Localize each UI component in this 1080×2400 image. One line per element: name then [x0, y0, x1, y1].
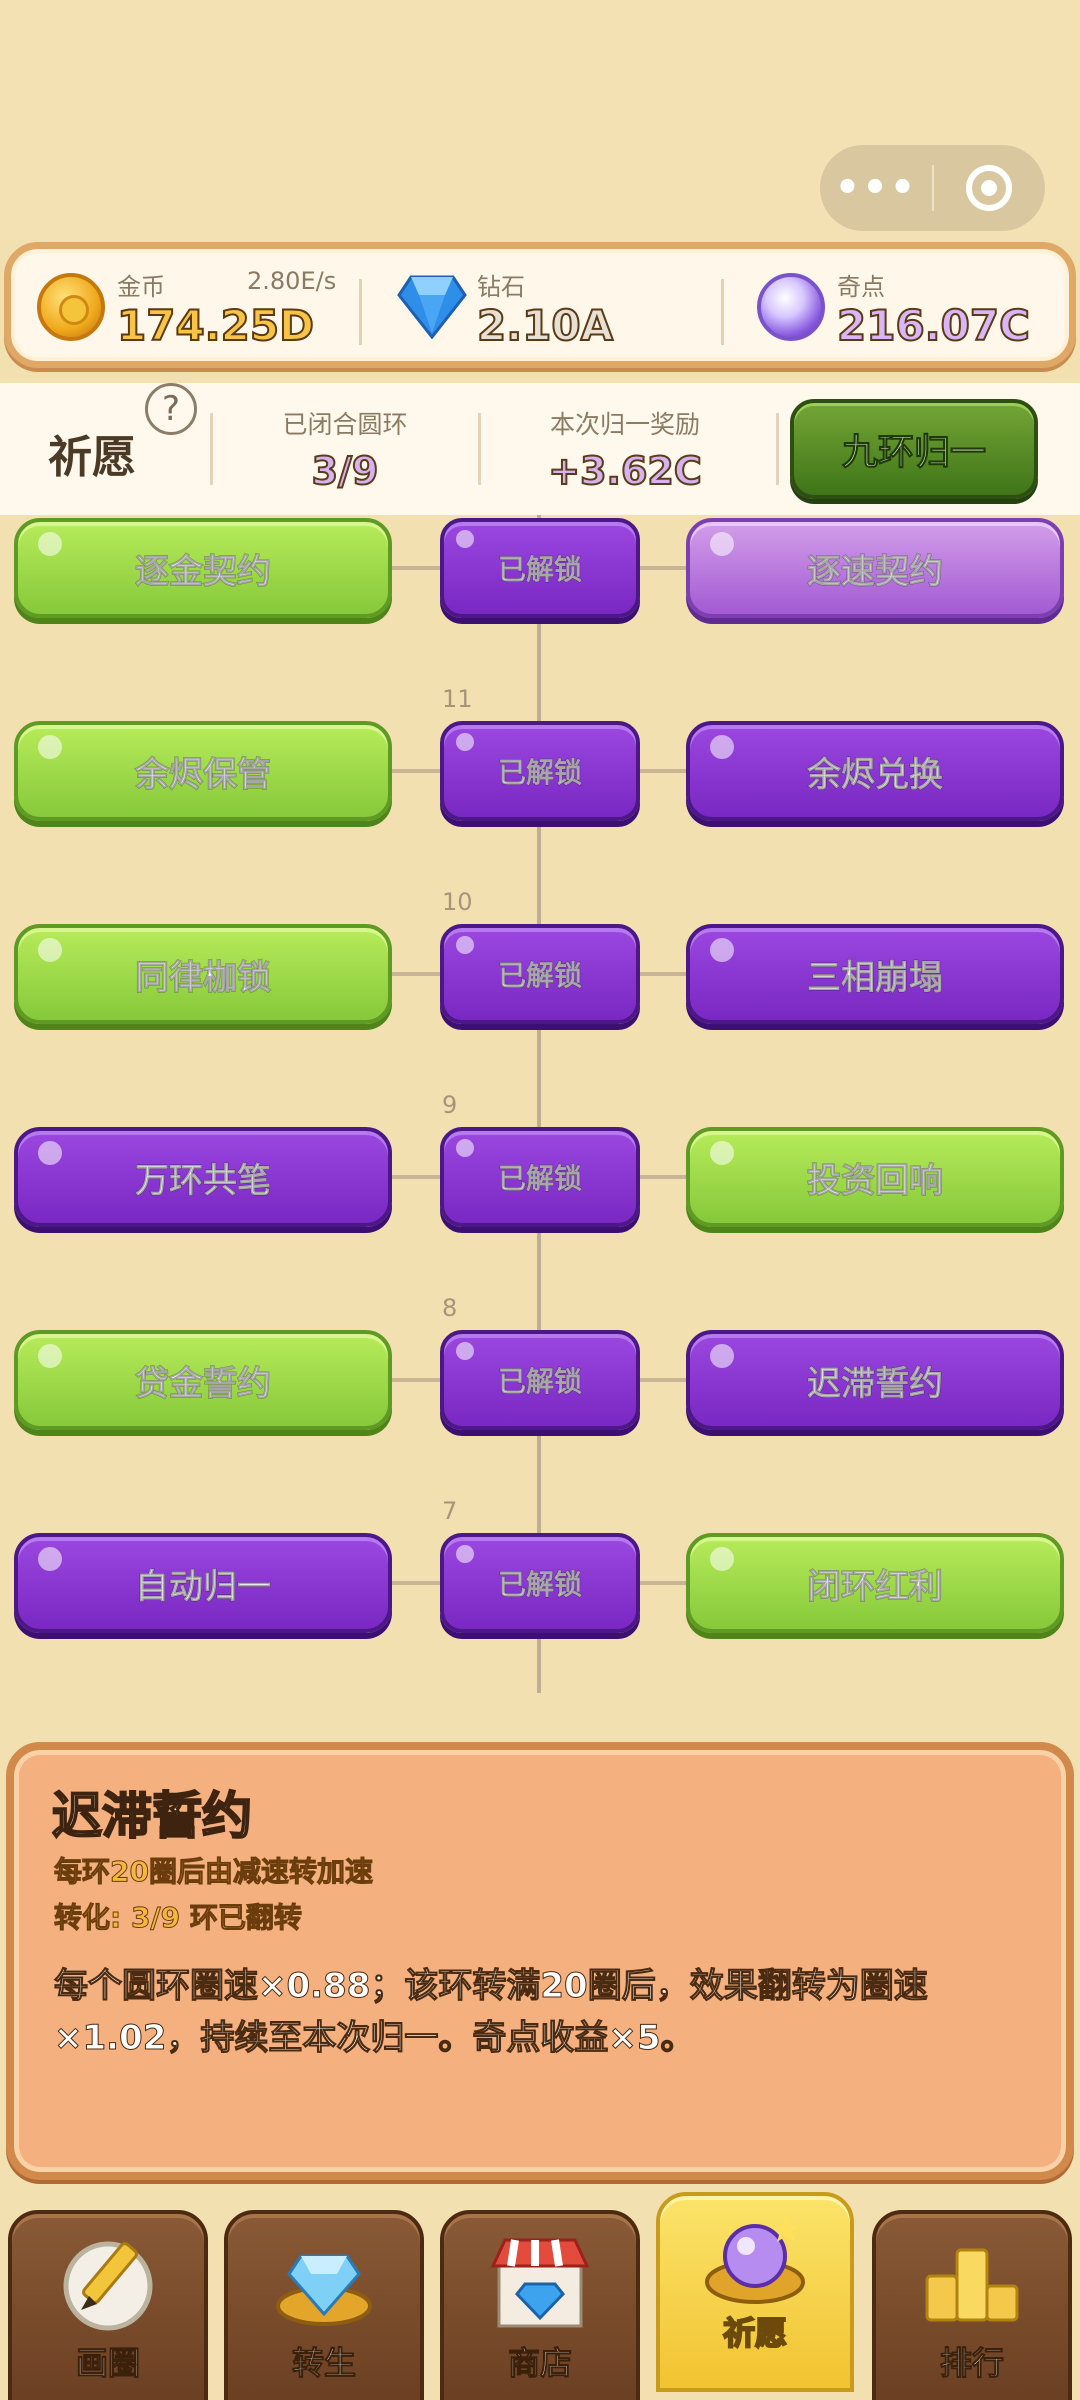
gold-coin-icon — [37, 273, 105, 341]
pencil-icon — [63, 2241, 153, 2331]
unlocked-node-button[interactable]: 已解锁 — [440, 924, 640, 1024]
tree-row: 11 余烬保管已解锁余烬兑换 — [0, 685, 1080, 821]
wish-header: 祈愿 ? 已闭合圆环 3/9 本次归一奖励 +3.62C 九环归一 — [0, 383, 1080, 515]
wish-option-left[interactable]: 万环共笔 — [14, 1127, 392, 1227]
currency-bar: 金币 2.80E/s 174.25D 钻石 2.10A 奇点 216.07C — [4, 242, 1076, 368]
diamond-icon — [397, 275, 467, 339]
tree-connector — [638, 1581, 688, 1585]
tab-ranking[interactable]: 排行 — [872, 2210, 1072, 2400]
tree-connector — [638, 972, 688, 976]
detail-subtitle: 每环20圈后由减速转加速 — [54, 1855, 374, 1889]
tree-connector — [390, 1175, 442, 1179]
tab-draw-circle[interactable]: 画圈 — [8, 2210, 208, 2400]
capsule-divider — [932, 165, 934, 211]
help-icon[interactable]: ? — [145, 383, 197, 435]
header-divider — [478, 413, 481, 485]
diamond-currency: 钻石 2.10A — [397, 267, 717, 357]
tab-rebirth[interactable]: 转生 — [224, 2210, 424, 2400]
currency-divider — [721, 279, 724, 345]
unlocked-node-button[interactable]: 已解锁 — [440, 1533, 640, 1633]
gold-currency: 金币 2.80E/s 174.25D — [37, 267, 367, 357]
tree-level-number: 10 — [442, 888, 473, 916]
closed-rings-label: 已闭合圆环 — [282, 410, 408, 439]
tab-label: 商店 — [507, 2344, 572, 2383]
orb-ring-icon — [705, 2216, 805, 2304]
tree-spine — [537, 515, 541, 1693]
tree-connector — [390, 1378, 442, 1382]
tree-connector — [638, 1175, 688, 1179]
wish-option-right[interactable]: 闭环红利 — [686, 1533, 1064, 1633]
tree-row: 7 自动归一已解锁闭环红利 — [0, 1497, 1080, 1633]
tree-connector — [390, 972, 442, 976]
tree-row: 逐金契约已解锁逐速契约 — [0, 518, 1080, 618]
tab-label: 画圈 — [75, 2344, 140, 2383]
reward-label: 本次归一奖励 — [549, 410, 700, 439]
wish-option-left[interactable]: 贷金誓约 — [14, 1330, 392, 1430]
podium-icon — [925, 2248, 1019, 2322]
tree-connector — [390, 1581, 442, 1585]
wish-option-left[interactable]: 同律枷锁 — [14, 924, 392, 1024]
wish-option-left[interactable]: 自动归一 — [14, 1533, 392, 1633]
tree-connector — [638, 1378, 688, 1382]
gold-rate: 2.80E/s — [247, 267, 337, 295]
close-mini-program-button[interactable] — [934, 165, 1044, 211]
tree-connector — [638, 566, 688, 570]
header-divider — [776, 413, 779, 485]
wish-option-left[interactable]: 余烬保管 — [14, 721, 392, 821]
tree-row: 10 同律枷锁已解锁三相崩塌 — [0, 888, 1080, 1024]
detail-description: 每个圆环圈速×0.88；该环转满20圈后，效果翻转为圈速×1.02，持续至本次归… — [54, 1966, 929, 2059]
odd-points-label: 奇点 — [837, 273, 885, 301]
tree-level-number: 7 — [442, 1497, 458, 1525]
more-menu-icon[interactable]: ••• — [834, 165, 918, 211]
gold-label: 金币 — [117, 273, 165, 301]
gold-value: 174.25D — [116, 300, 315, 351]
nine-rings-reset-button[interactable]: 九环归一 — [790, 399, 1038, 499]
header-divider — [210, 413, 213, 485]
diamond-label: 钻石 — [477, 273, 525, 301]
reward-stat: 本次归一奖励 +3.62C — [520, 405, 730, 494]
wish-option-right[interactable]: 三相崩塌 — [686, 924, 1064, 1024]
wish-option-right[interactable]: 逐速契约 — [686, 518, 1064, 618]
unlocked-node-button[interactable]: 已解锁 — [440, 518, 640, 618]
closed-rings-value: 3/9 — [311, 448, 380, 494]
tree-row: 8 贷金誓约已解锁迟滞誓约 — [0, 1294, 1080, 1430]
unlocked-node-button[interactable]: 已解锁 — [440, 1330, 640, 1430]
tree-level-number: 8 — [442, 1294, 458, 1322]
bottom-nav: 画圈 转生 商店 祈愿 排行 — [0, 2190, 1080, 2400]
detail-conversion: 转化: 3/9 环已翻转 — [54, 1901, 303, 1935]
diamond-value: 2.10A — [476, 300, 614, 351]
tab-wish[interactable]: 祈愿 — [656, 2192, 854, 2392]
closed-rings-stat: 已闭合圆环 3/9 — [250, 405, 440, 494]
tree-connector — [390, 566, 442, 570]
orb-icon — [757, 273, 825, 341]
odd-points-value: 216.07C — [836, 300, 1031, 351]
tree-level-number: 11 — [442, 685, 473, 713]
mini-program-capsule: ••• — [820, 145, 1045, 231]
target-icon — [966, 165, 1012, 211]
reward-value: +3.62C — [547, 448, 702, 494]
wish-option-left[interactable]: 逐金契约 — [14, 518, 392, 618]
wish-option-right[interactable]: 投资回响 — [686, 1127, 1064, 1227]
detail-panel: 迟滞誓约 每环20圈后由减速转加速 转化: 3/9 环已翻转 每个圆环圈速×0.… — [6, 1742, 1074, 2180]
wish-option-right[interactable]: 余烬兑换 — [686, 721, 1064, 821]
unlocked-node-button[interactable]: 已解锁 — [440, 721, 640, 821]
detail-title: 迟滞誓约 — [51, 1786, 253, 1846]
tree-connector — [390, 769, 442, 773]
diamond-ring-icon — [276, 2254, 372, 2326]
currency-divider — [359, 279, 362, 345]
tree-connector — [638, 769, 688, 773]
tab-shop[interactable]: 商店 — [440, 2210, 640, 2400]
tree-level-number: 9 — [442, 1091, 458, 1119]
odd-points-currency: 奇点 216.07C — [757, 267, 1077, 357]
wish-option-right[interactable]: 迟滞誓约 — [686, 1330, 1064, 1430]
tree-row: 9 万环共笔已解锁投资回响 — [0, 1091, 1080, 1227]
page-title: 祈愿 — [48, 432, 136, 483]
shop-icon — [490, 2238, 590, 2328]
tab-label: 排行 — [939, 2344, 1004, 2383]
unlocked-node-button[interactable]: 已解锁 — [440, 1127, 640, 1227]
tab-label: 转生 — [291, 2344, 356, 2383]
tab-label: 祈愿 — [722, 2313, 788, 2353]
